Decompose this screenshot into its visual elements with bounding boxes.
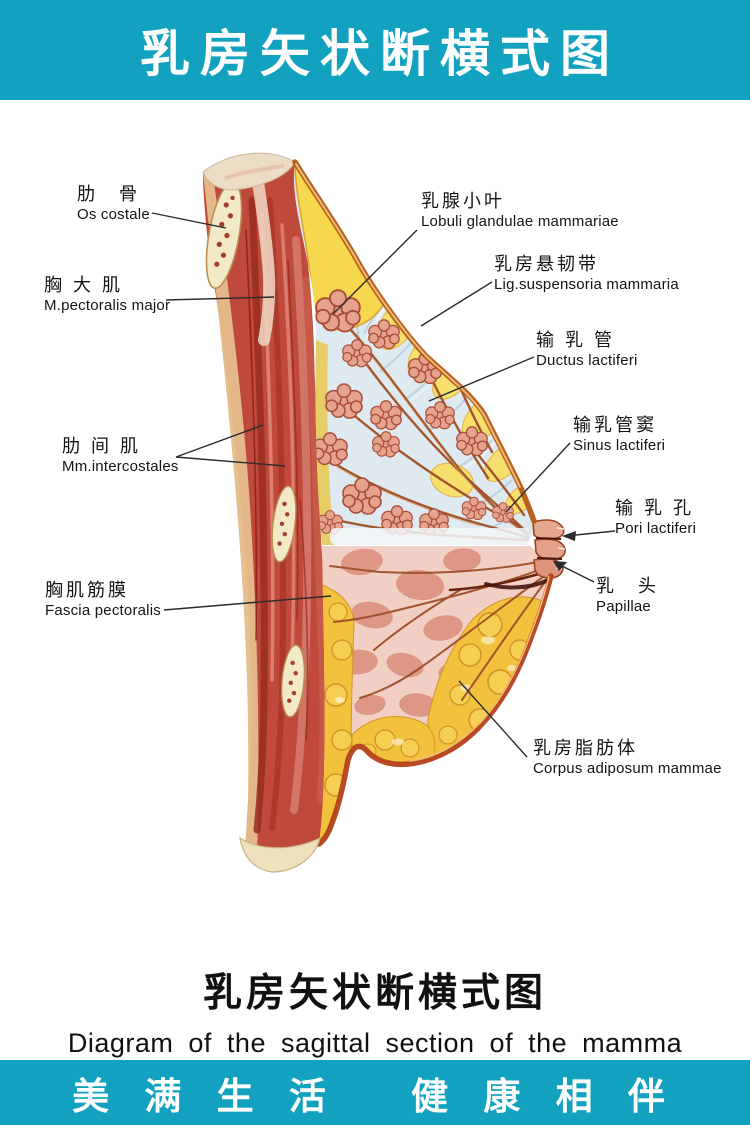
breast-lower <box>319 546 552 844</box>
label-corpus-adiposum-en: Corpus adiposum mammae <box>533 760 722 778</box>
label-fascia-pectoralis-en: Fascia pectoralis <box>45 602 161 620</box>
label-corpus-adiposum: 乳房脂肪体 Corpus adiposum mammae <box>533 738 722 778</box>
label-papillae-en: Papillae <box>596 598 651 616</box>
footer-slogan: 美 满 生 活 健 康 相 伴 <box>72 1076 678 1118</box>
caption-title-en: Diagram of the sagittal section of the m… <box>67 1028 683 1058</box>
label-os-costale-cn: 肋 骨 <box>77 184 140 204</box>
label-lig-suspensoria-cn: 乳房悬韧带 <box>494 254 599 274</box>
skin-outline <box>239 159 554 873</box>
footer-banner: 美 满 生 活 健 康 相 伴 <box>0 1060 750 1125</box>
label-m-pectoralis-major-cn: 胸 大 肌 <box>44 275 124 295</box>
label-fascia-pectoralis-cn: 胸肌筋膜 <box>45 580 129 600</box>
label-lobuli-glandulae-cn: 乳腺小叶 <box>421 191 505 211</box>
leader-arrowheads <box>553 531 576 571</box>
label-mm-intercostales: 肋 间 肌 Mm.intercostales <box>62 436 179 476</box>
poster-title: 乳房矢状断横式图 <box>140 26 620 82</box>
label-os-costale-en: Os costale <box>77 206 150 224</box>
lactiferous-sinus <box>330 528 530 545</box>
label-mm-intercostales-en: Mm.intercostales <box>62 458 179 476</box>
label-lig-suspensoria-en: Lig.suspensoria mammaria <box>494 276 679 294</box>
label-lig-suspensoria: 乳房悬韧带 Lig.suspensoria mammaria <box>494 254 679 294</box>
label-ductus-lactiferi-en: Ductus lactiferi <box>536 352 638 370</box>
label-sinus-lactiferi-cn: 输乳管窦 <box>573 415 657 435</box>
label-sinus-lactiferi-en: Sinus lactiferi <box>573 437 666 455</box>
label-ductus-lactiferi: 输 乳 管 Ductus lactiferi <box>536 330 638 370</box>
label-pori-lactiferi: 输 乳 孔 Pori lactiferi <box>615 498 696 538</box>
ribs <box>205 181 306 718</box>
label-pori-lactiferi-en: Pori lactiferi <box>615 520 697 538</box>
label-ductus-lactiferi-cn: 输 乳 管 <box>536 330 616 350</box>
label-papillae: 乳 头 Papillae <box>596 576 659 616</box>
label-m-pectoralis-major-en: M.pectoralis major <box>44 297 171 315</box>
label-lobuli-glandulae-en: Lobuli glandulae mammariae <box>421 213 619 231</box>
label-mm-intercostales-cn: 肋 间 肌 <box>62 436 142 456</box>
top-banner: 乳房矢状断横式图 <box>0 0 750 100</box>
label-fascia-pectoralis: 胸肌筋膜 Fascia pectoralis <box>45 580 161 620</box>
label-m-pectoralis-major: 胸 大 肌 M.pectoralis major <box>44 275 170 315</box>
leader-lines <box>151 212 616 758</box>
caption-title-cn: 乳房矢状断横式图 <box>202 972 547 1015</box>
chest-wall <box>202 152 331 863</box>
label-os-costale: 肋 骨 Os costale <box>77 184 150 224</box>
label-papillae-cn: 乳 头 <box>596 576 659 596</box>
label-sinus-lactiferi: 输乳管窦 Sinus lactiferi <box>573 415 665 455</box>
label-lobuli-glandulae: 乳腺小叶 Lobuli glandulae mammariae <box>421 191 619 231</box>
label-corpus-adiposum-cn: 乳房脂肪体 <box>533 738 638 758</box>
label-pori-lactiferi-cn: 输 乳 孔 <box>615 498 695 518</box>
